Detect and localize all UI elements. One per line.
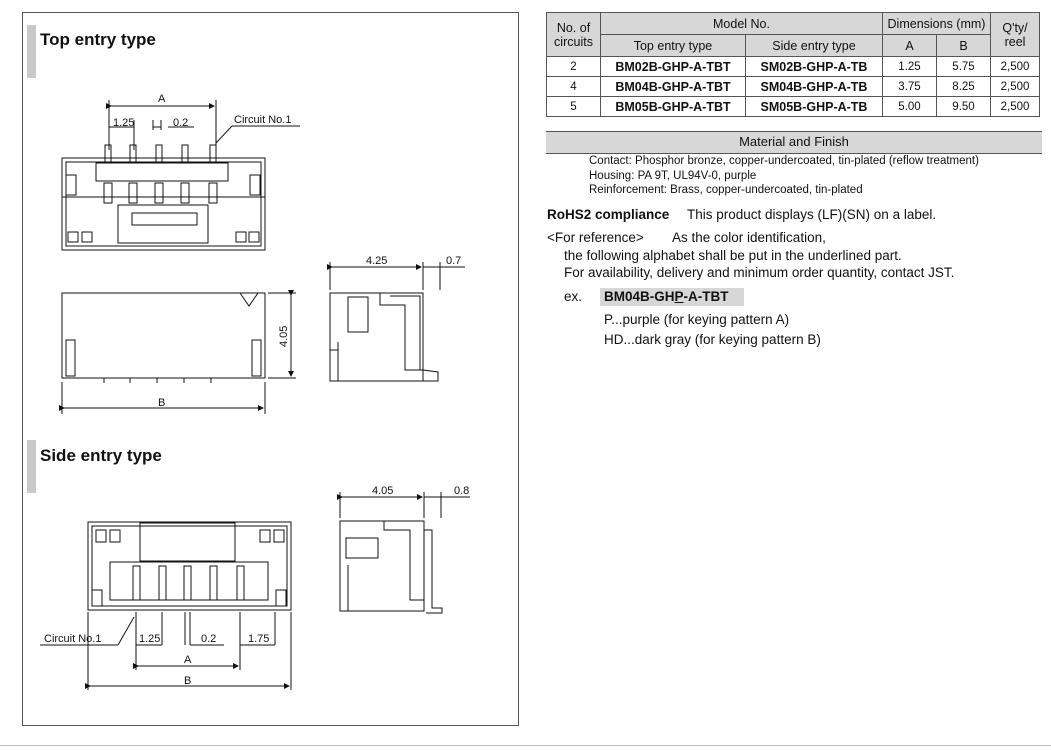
dim-side-circuit: Circuit No.1 [44,633,101,645]
header-side-entry: Side entry type [745,34,883,57]
material-housing: Housing: PA 9T, UL94V-0, purple [589,170,757,182]
example-label: ex. [564,289,583,304]
top-side-view-drawing [327,262,465,382]
header-model: Model No. [600,12,883,35]
dim-side-offset: 0.8 [454,485,469,497]
purple-note: P...purple (for keying pattern A) [604,312,790,327]
side-section-bar [27,440,36,493]
cell-B: 8.25 [936,76,991,97]
material-contact: Contact: Phosphor bronze, copper-underco… [589,155,979,167]
cell-side-model: SM05B-GHP-A-TB [745,96,883,117]
dim-side-B: B [184,675,191,687]
cell-circuits: 2 [546,56,601,77]
top-section-bar [27,25,36,78]
table-row: 4 BM04B-GHP-A-TBT SM04B-GHP-A-TB 3.75 8.… [546,76,1040,97]
cell-B: 5.75 [936,56,991,77]
cell-circuits: 4 [546,76,601,97]
cell-top-model: BM04B-GHP-A-TBT [600,76,746,97]
cell-B: 9.50 [936,96,991,117]
dim-top-B: B [158,397,165,409]
dim-side-width: 0.2 [201,633,216,645]
cell-A: 5.00 [882,96,937,117]
reference-text: As the color identification, [672,230,826,245]
dim-top-pitch: 1.25 [113,117,134,129]
material-reinforcement: Reinforcement: Brass, copper-undercoated… [589,184,863,196]
cell-side-model: SM02B-GHP-A-TB [745,56,883,77]
dim-side-depth: 4.05 [372,485,393,497]
table-row: 2 BM02B-GHP-A-TBT SM02B-GHP-A-TB 1.25 5.… [546,56,1040,77]
cell-qty: 2,500 [990,96,1040,117]
dim-top-depth: 4.25 [366,255,387,267]
top-entry-title: Top entry type [40,30,156,49]
rohs-text: This product displays (LF)(SN) on a labe… [687,207,937,222]
example-prefix: BM04B-GH [604,289,675,304]
reference-label: <For reference> [547,230,644,245]
header-qty: Q'ty/ reel [990,12,1040,57]
dim-side-edge: 1.75 [248,633,269,645]
model-table: No. of circuits Model No. Dimensions (mm… [546,12,1040,117]
cell-circuits: 5 [546,96,601,117]
front-view-drawing [59,290,296,414]
header-A: A [882,34,937,57]
cell-qty: 2,500 [990,56,1040,77]
darkgray-note: HD...dark gray (for keying pattern B) [604,332,821,347]
reference-line-2: the following alphabet shall be put in t… [564,248,902,263]
dim-top-width: 0.2 [173,117,188,129]
dim-side-A: A [184,654,192,666]
cell-top-model: BM05B-GHP-A-TBT [600,96,746,117]
rohs-label: RoHS2 compliance [547,207,670,222]
cell-A: 3.75 [882,76,937,97]
cell-A: 1.25 [882,56,937,77]
material-header: Material and Finish [546,131,1042,154]
side-side-view-drawing [337,492,470,614]
dim-top-A: A [158,93,166,105]
example-underlined: P [674,289,684,304]
cell-qty: 2,500 [990,76,1040,97]
header-dimensions: Dimensions (mm) [882,12,991,35]
reference-line-3: For availability, delivery and minimum o… [564,265,955,280]
dim-side-pitch: 1.25 [139,633,160,645]
side-entry-title: Side entry type [40,446,162,465]
top-view-drawing [61,100,300,251]
side-front-view-drawing [40,521,292,690]
header-B: B [936,34,991,57]
cell-side-model: SM04B-GHP-A-TB [745,76,883,97]
example-model: BM04B-GHP-A-TBT [600,288,744,306]
dim-top-offset: 0.7 [446,255,461,267]
header-top-entry: Top entry type [600,34,746,57]
dim-top-circuit: Circuit No.1 [234,114,291,126]
drawing-frame [22,12,519,726]
example-suffix: -A-TBT [683,289,729,304]
dim-top-height: 4.05 [278,326,290,347]
table-row: 5 BM05B-GHP-A-TBT SM05B-GHP-A-TB 5.00 9.… [546,96,1040,117]
bottom-divider [0,745,1051,746]
cell-top-model: BM02B-GHP-A-TBT [600,56,746,77]
header-circuits: No. of circuits [546,12,601,57]
